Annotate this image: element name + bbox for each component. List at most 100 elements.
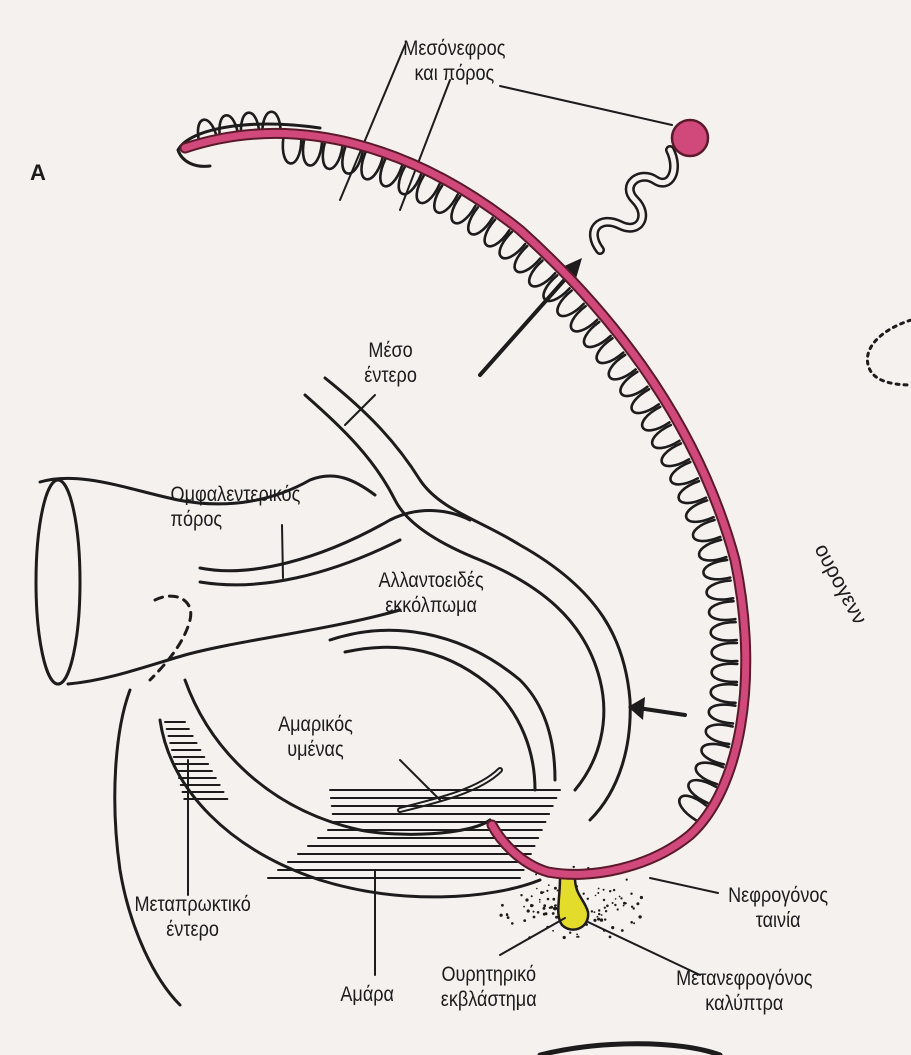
- midgut-wall-1: [303, 393, 606, 792]
- mesonephric-tubule: [707, 599, 737, 622]
- label-nephrogenic-cord: Νεφρογόνος ταινία: [728, 884, 829, 932]
- stipple-dot: [594, 894, 597, 897]
- label-midgut: Μέσο έντερο: [364, 339, 417, 387]
- stipple-dot: [523, 919, 527, 922]
- mesonephric-tubule: [569, 304, 599, 333]
- label-mesonephros: Μεσόνεφρος και πόρος: [403, 37, 506, 85]
- stipple-dot: [530, 904, 533, 907]
- arrow-up: [478, 266, 577, 377]
- stipple-dot: [539, 901, 541, 903]
- stipple-dot: [523, 905, 525, 908]
- mesonephric-tubule: [607, 353, 637, 381]
- stipple-dot: [603, 906, 606, 909]
- yolk-sac-bottom: [66, 608, 402, 686]
- stipple-dot: [555, 915, 559, 919]
- stipple-dot: [552, 929, 554, 932]
- mesonephric-tubule: [630, 387, 660, 415]
- stipple-dot: [542, 912, 546, 916]
- mesonephric-tubule: [650, 423, 681, 450]
- allantois-upper: [328, 628, 557, 782]
- mesonephric-tubule: [619, 370, 649, 398]
- stipple-dot: [630, 905, 634, 908]
- mesonephric-tubule: [709, 682, 739, 705]
- mesonephric-tubule: [415, 174, 441, 205]
- partial-shape-bottom: [537, 1041, 723, 1055]
- stipple-dot: [536, 887, 538, 890]
- mesonephric-tubule: [556, 289, 585, 318]
- yolk-sac-opening: [34, 478, 82, 686]
- mesonephric-tubule: [694, 761, 725, 786]
- stipple-dot: [552, 897, 556, 901]
- mesonephric-tubule: [433, 184, 459, 214]
- label-cloaca: Αμάρα: [340, 983, 394, 1006]
- mesonephric-tubule: [341, 145, 365, 175]
- hindgut-dashed: [148, 594, 193, 682]
- stipple-dot: [506, 916, 510, 919]
- stipple-dot: [572, 865, 575, 869]
- stipple-dot: [520, 894, 523, 897]
- arrow-left: [636, 706, 687, 717]
- mesonephric-tubule: [705, 579, 735, 601]
- stipple-dot: [540, 891, 544, 895]
- mesonephric-tubule: [528, 259, 557, 288]
- label-metanephric-cap: Μετανεφρογόνος καλύπτρα: [676, 967, 813, 1015]
- leader-vitelline: [281, 524, 284, 579]
- stipple-dot: [532, 910, 535, 913]
- mesonephric-tubule: [301, 137, 324, 167]
- stipple-dot: [620, 897, 623, 900]
- stipple-dot: [542, 891, 545, 894]
- midgut-wall-2: [323, 376, 632, 822]
- stipple-dot: [542, 906, 546, 910]
- mesonephric-tubule: [513, 244, 542, 274]
- stipple-dot: [546, 889, 549, 892]
- stipple-dot: [576, 933, 578, 936]
- mesonephric-tubule: [450, 194, 477, 225]
- mesonephric-tubule: [691, 518, 722, 543]
- label-hindgut: Μεταπρωκτικό έντερο: [134, 893, 251, 941]
- cloaca-outer: [158, 718, 542, 899]
- stipple-dot: [506, 913, 508, 915]
- excretory-tubule-lumen: [591, 147, 677, 253]
- stipple-dot: [633, 922, 636, 925]
- stipple-dot: [599, 918, 604, 922]
- leader-mesonephros-1: [339, 44, 406, 201]
- stipple-dot: [598, 912, 601, 916]
- stipple-dot: [612, 888, 616, 892]
- stipple-dot: [535, 873, 538, 876]
- stipple-dot: [611, 926, 615, 930]
- stipple-dot: [499, 913, 503, 917]
- glomerulus: [670, 118, 710, 158]
- stipple-dot: [602, 898, 606, 902]
- stipple-dot: [593, 918, 597, 922]
- mesonephric-tubule: [709, 620, 738, 642]
- stipple-dot: [604, 910, 608, 913]
- stipple-dot: [551, 912, 555, 915]
- partial-shape-right: [865, 318, 911, 387]
- label-allantois: Αλλαντοειδές εκκόλπωμα: [378, 569, 484, 617]
- mesonephric-tubule: [218, 114, 240, 144]
- leader-nephrogenic: [649, 877, 719, 894]
- stipple-dot: [547, 884, 550, 886]
- stipple-dot: [625, 878, 628, 881]
- leader-metanephric-cap: [587, 921, 701, 976]
- mesonephric-tubule: [677, 479, 708, 505]
- mesonephric-tubule: [660, 442, 691, 468]
- mesonephric-tubule: [707, 703, 737, 725]
- mesonephric-tubule: [239, 111, 261, 141]
- stipple-dot: [618, 895, 621, 898]
- mesonephric-tubule: [360, 150, 384, 181]
- stipple-dot: [577, 935, 580, 938]
- arrow-up-head: [560, 258, 582, 282]
- stipple-dot: [611, 902, 614, 904]
- stipple-dot: [630, 892, 633, 895]
- stipple-dot: [630, 921, 633, 924]
- stipple-dot: [614, 903, 617, 907]
- stipple-dot: [536, 911, 540, 914]
- mesonephric-tubule: [379, 157, 404, 188]
- mesonephric-tubule: [498, 230, 527, 260]
- stipple-dot: [609, 890, 612, 893]
- stipple-dot: [530, 895, 533, 898]
- mesonephric-tubule: [281, 136, 303, 165]
- stipple-dot: [602, 888, 605, 891]
- hatched-region: [267, 789, 561, 879]
